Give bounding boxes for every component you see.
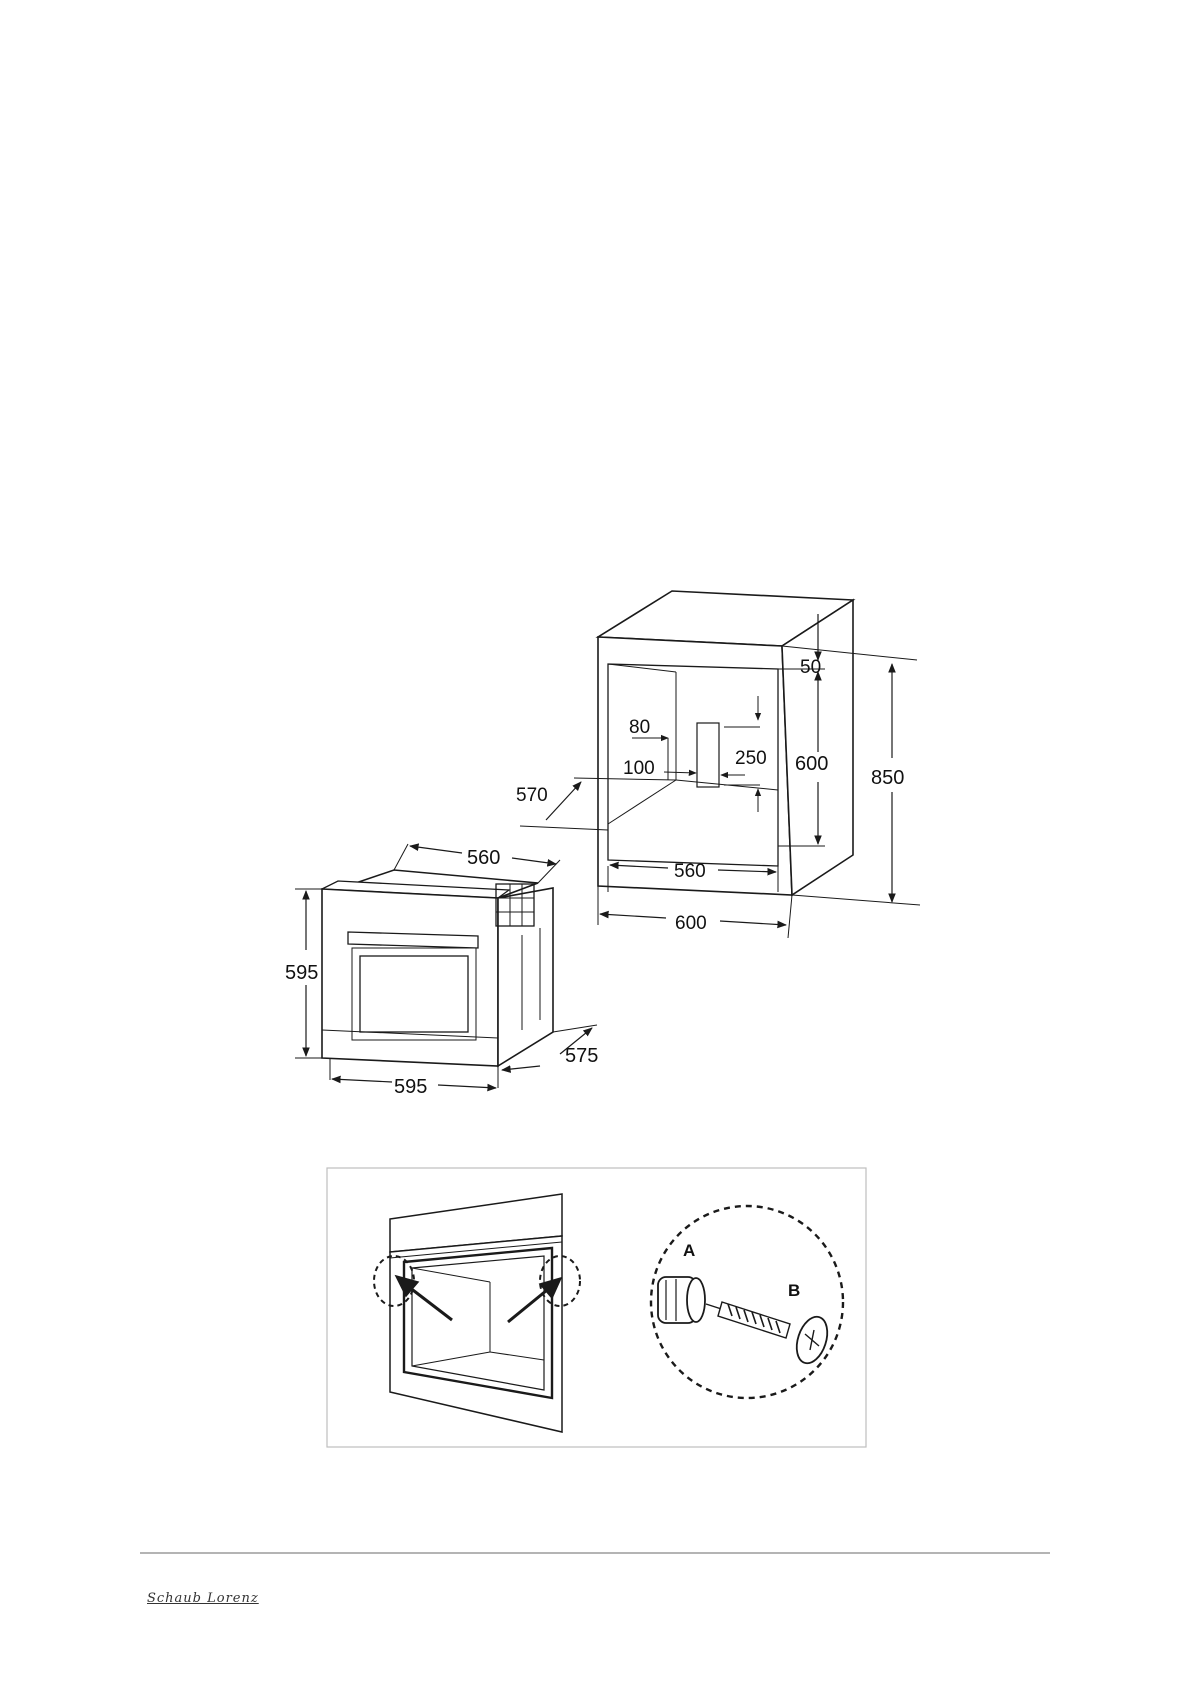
dim-niche-width-inner: 560: [674, 861, 706, 882]
dim-niche-height: 600: [795, 753, 828, 775]
dim-oven-height: 595: [285, 962, 318, 984]
brand-logo: Schaub Lorenz: [147, 1591, 259, 1606]
dim-vent-offset: 80: [629, 717, 650, 738]
dim-oven-depth: 575: [565, 1045, 598, 1067]
fastener-detail: [651, 1206, 843, 1398]
label-screw-b: B: [788, 1281, 800, 1300]
oven-drawing: [295, 844, 597, 1088]
dim-cabinet-height: 850: [871, 767, 904, 789]
cabinet-niche-drawing: [520, 591, 920, 938]
dim-niche-top-gap: 50: [800, 657, 821, 678]
dim-vent-height: 250: [735, 748, 767, 769]
dim-cabinet-width: 600: [675, 913, 707, 934]
dim-vent-side-offset: 100: [623, 758, 655, 779]
label-plug-a: A: [683, 1241, 695, 1260]
dim-niche-depth: 570: [516, 785, 548, 806]
dim-oven-width: 595: [394, 1076, 427, 1098]
dim-oven-top-width: 560: [467, 847, 500, 869]
